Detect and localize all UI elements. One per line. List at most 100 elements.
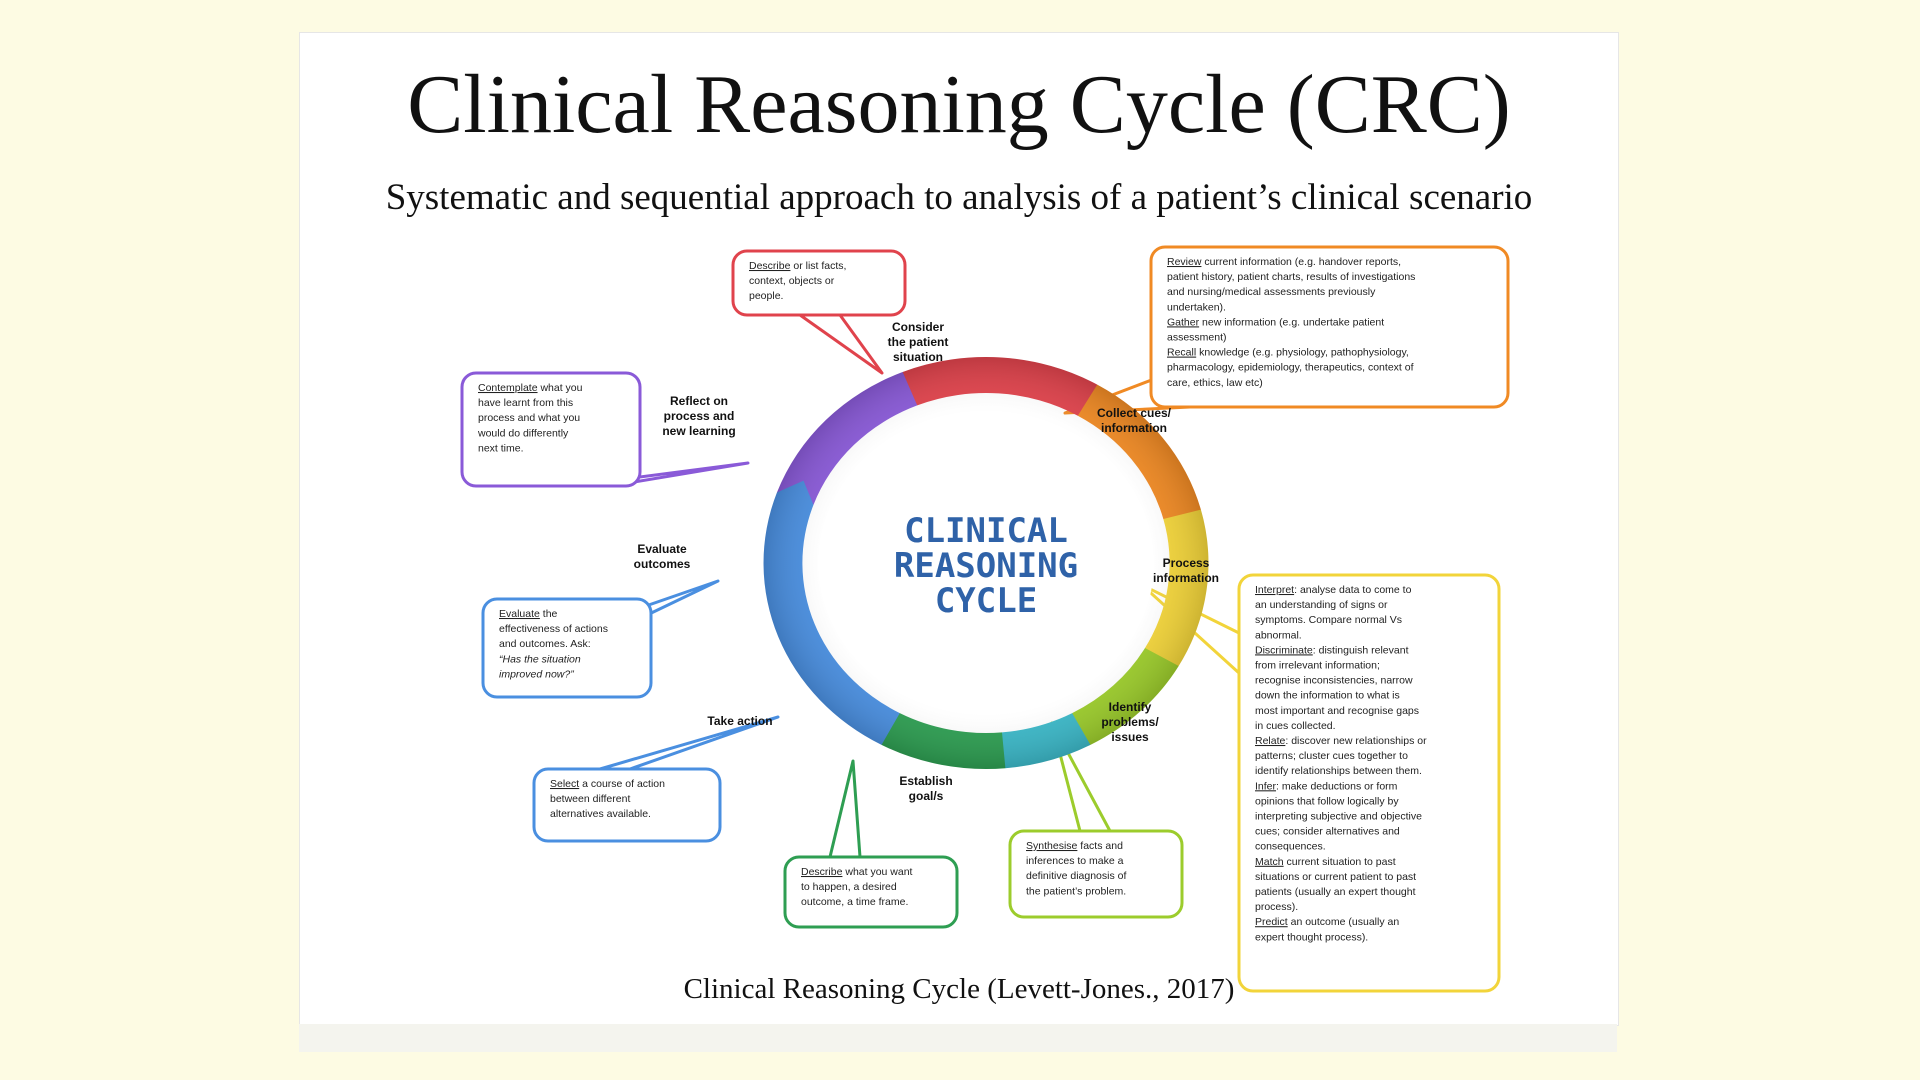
callout-line: Describe or list facts,	[749, 260, 846, 272]
callout-box	[1149, 245, 1510, 409]
callout-box	[460, 371, 642, 488]
callout-text-consider: Describe or list facts, context, objects …	[749, 260, 846, 302]
callout-line: in cues collected.	[1255, 720, 1336, 732]
callout-keyword: Synthesise	[1026, 840, 1078, 852]
callout-line-text: definitive diagnosis of	[1026, 870, 1126, 882]
clinical-reasoning-cycle-diagram: CLINICAL REASONING CYCLE Consider the pa…	[460, 245, 1510, 993]
callout-evaluate	[481, 579, 720, 699]
svg-text:new learning: new learning	[662, 424, 735, 438]
slide-title: Clinical Reasoning Cycle (CRC)	[407, 58, 1511, 151]
svg-text:Consider: Consider	[892, 320, 944, 334]
callout-keyword: Gather	[1167, 316, 1200, 328]
callout-line: an understanding of signs or	[1255, 599, 1388, 611]
callout-line-text: : make deductions or form	[1276, 780, 1398, 792]
callout-keyword: Describe	[801, 866, 843, 878]
callout-line: Evaluate the	[499, 608, 558, 620]
callout-line-text: have learnt from this	[478, 397, 573, 409]
callout-line: Infer: make deductions or form	[1255, 780, 1398, 792]
svg-text:Reflect on: Reflect on	[670, 394, 728, 408]
callout-text-collect: Review current information (e.g. handove…	[1167, 256, 1415, 389]
callout-box	[532, 767, 722, 843]
callout-line: Gather new information (e.g. undertake p…	[1167, 316, 1384, 328]
stage-reflect-label: Reflect on process and new learning	[662, 394, 735, 438]
callout-line-text: alternatives available.	[550, 808, 651, 820]
callout-line-text: an outcome (usually an	[1288, 916, 1400, 928]
callout-keyword: Contemplate	[478, 382, 538, 394]
svg-text:outcomes: outcomes	[634, 557, 691, 571]
callout-line: Contemplate what you	[478, 382, 583, 394]
callout-keyword: Recall	[1167, 347, 1196, 359]
svg-text:information: information	[1153, 571, 1219, 585]
callout-line: patterns; cluster cues together to	[1255, 750, 1408, 762]
callout-line: would do differently	[477, 427, 569, 439]
callout-line-text: inferences to make a	[1026, 855, 1124, 867]
slide: Clinical Reasoning Cycle (CRC) Systemati…	[299, 32, 1619, 1026]
callout-line: recognise inconsistencies, narrow	[1255, 675, 1413, 687]
callout-line-text: current information (e.g. handover repor…	[1201, 256, 1401, 268]
callout-line: context, objects or	[749, 275, 835, 287]
callout-box	[481, 597, 653, 699]
callout-text-establish: Describe what you want to happen, a desir…	[801, 866, 913, 908]
callout-keyword: Discriminate	[1255, 644, 1313, 656]
stage-take-action-label: Take action	[707, 714, 772, 728]
callout-line: Predict an outcome (usually an	[1255, 916, 1399, 928]
stage-establish-label: Establish goal/s	[899, 774, 952, 803]
svg-text:Collect cues/: Collect cues/	[1097, 406, 1172, 420]
callout-line-text: : discover new relationships or	[1285, 735, 1427, 747]
svg-text:Establish: Establish	[899, 774, 952, 788]
callout-keyword: Evaluate	[499, 608, 540, 620]
callout-line: Recall knowledge (e.g. physiology, patho…	[1167, 347, 1409, 359]
callout-keyword: Predict	[1255, 916, 1288, 928]
callout-line-text: symptoms. Compare normal Vs	[1255, 614, 1402, 626]
stage-identify-label: Identify problems/ issues	[1101, 700, 1159, 744]
callout-pointer	[828, 759, 862, 859]
callout-pointer-join	[1170, 373, 1190, 407]
callout-box	[1237, 573, 1501, 993]
callout-establish	[783, 759, 959, 929]
callout-line: to happen, a desired	[801, 881, 897, 893]
callout-line-text: or list facts,	[790, 260, 846, 272]
svg-text:Identify: Identify	[1109, 700, 1152, 714]
callout-line-text: expert thought process).	[1255, 931, 1368, 943]
callout-line-text: what you want	[842, 866, 912, 878]
callout-box	[783, 855, 959, 929]
callout-line: Describe what you want	[801, 866, 913, 878]
slide-bottom-strip	[299, 1024, 1617, 1052]
callout-line: identify relationships between them.	[1255, 765, 1422, 777]
callout-line-text: situations or current patient to past	[1255, 871, 1416, 883]
callout-line: definitive diagnosis of	[1026, 870, 1126, 882]
callout-line-text: what you	[538, 382, 583, 394]
callout-line-text: a course of action	[579, 778, 665, 790]
callout-line: Relate: discover new relationships or	[1255, 735, 1427, 747]
callout-line-text: interpreting subjective and objective	[1255, 811, 1422, 823]
callout-line-text: care, ethics, law etc)	[1167, 377, 1263, 389]
callout-line-text: and outcomes. Ask:	[499, 638, 591, 650]
callout-pointer-join	[620, 608, 640, 628]
callout-line: consequences.	[1255, 841, 1326, 853]
stage-process-label: Process information	[1153, 556, 1219, 585]
callout-line-text: abnormal.	[1255, 629, 1302, 641]
callout-line: and outcomes. Ask:	[499, 638, 591, 650]
callout-line: Review current information (e.g. handove…	[1167, 256, 1401, 268]
callout-keyword: Match	[1255, 856, 1284, 868]
callout-line: most important and recognise gaps	[1255, 705, 1419, 717]
callout-line-text: identify relationships between them.	[1255, 765, 1422, 777]
callout-keyword: Interpret	[1255, 584, 1294, 596]
callout-line: cues; consider alternatives and	[1255, 826, 1400, 838]
callout-line-text: patient history, patient charts, results…	[1167, 271, 1415, 283]
svg-text:problems/: problems/	[1101, 715, 1159, 729]
callout-line: pharmacology, epidemiology, therapeutics…	[1167, 362, 1414, 374]
callout-text-reflect: Contemplate what you have learnt from thi…	[477, 382, 583, 454]
callout-line: next time.	[478, 442, 524, 454]
callout-line: inferences to make a	[1026, 855, 1124, 867]
slide-caption: Clinical Reasoning Cycle (Levett-Jones.,…	[683, 973, 1235, 1005]
callout-line: Select a course of action	[550, 778, 665, 790]
center-title-line-3: CYCLE	[935, 581, 1037, 621]
callout-line-text: current situation to past	[1284, 856, 1396, 868]
callout-line: “Has the situation	[499, 653, 581, 665]
callout-line-text: knowledge (e.g. physiology, pathophysiol…	[1196, 347, 1409, 359]
